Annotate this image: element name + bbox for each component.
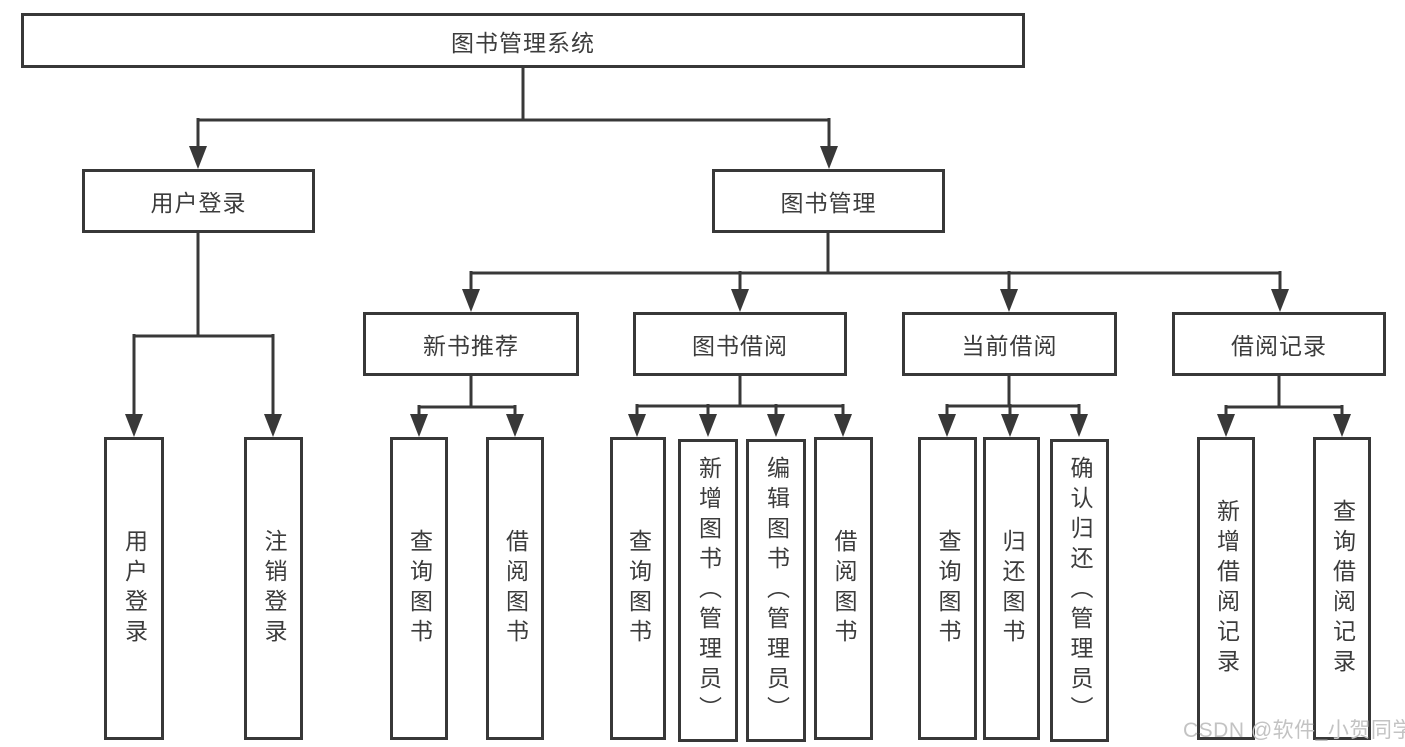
leaf-query-books-borrowing: 查询图书 [610,437,666,740]
leaf-edit-books-admin: 编辑图书（管理员） [746,439,806,742]
node-book-borrowing: 图书借阅 [633,312,847,376]
node-book-management-branch: 图书管理 [712,169,945,233]
node-label: 新书推荐 [423,333,519,359]
leaf-query-borrow-record: 查询借阅记录 [1313,437,1371,740]
node-label: 新增借阅记录 [1213,498,1240,679]
node-label: 用户登录 [121,528,148,649]
node-label: 用户登录 [150,190,247,216]
node-label: 查询图书 [625,528,652,649]
leaf-query-books-current: 查询图书 [918,437,977,740]
leaf-confirm-return-admin: 确认归还（管理员） [1050,439,1109,742]
leaf-add-books-admin: 新增图书（管理员） [678,439,738,742]
node-label: 当前借阅 [961,333,1058,359]
node-label: 归还图书 [999,528,1025,649]
leaf-add-borrow-record: 新增借阅记录 [1197,437,1255,740]
leaf-user-login: 用户登录 [104,437,164,740]
leaf-return-books: 归还图书 [983,437,1040,740]
node-system-root: 图书管理系统 [21,13,1025,68]
node-borrow-records: 借阅记录 [1172,312,1386,376]
node-label: 图书借阅 [692,333,788,359]
node-label: 查询图书 [406,528,433,649]
node-label: 借阅图书 [502,528,529,649]
node-label: 图书管理 [780,190,877,216]
node-label: 查询图书 [935,528,961,649]
node-label: 查询借阅记录 [1329,498,1356,679]
leaf-query-books-recommend: 查询图书 [390,437,448,740]
leaf-logout: 注销登录 [244,437,303,740]
leaf-borrow-books: 借阅图书 [814,437,873,740]
node-label: 确认归还（管理员） [1067,455,1093,726]
node-label: 图书管理系统 [451,29,595,56]
node-new-book-recommend: 新书推荐 [363,312,579,376]
node-user-login-branch: 用户登录 [82,169,315,233]
node-label: 借阅图书 [831,528,857,649]
node-label: 新增图书（管理员） [695,455,722,726]
node-label: 编辑图书（管理员） [763,455,790,726]
node-label: 注销登录 [261,528,287,649]
csdn-watermark: CSDN @软件_小贺同学 [1183,719,1405,742]
leaf-borrow-books-recommend: 借阅图书 [486,437,544,740]
node-current-borrowing: 当前借阅 [902,312,1117,376]
node-label: 借阅记录 [1231,333,1327,359]
